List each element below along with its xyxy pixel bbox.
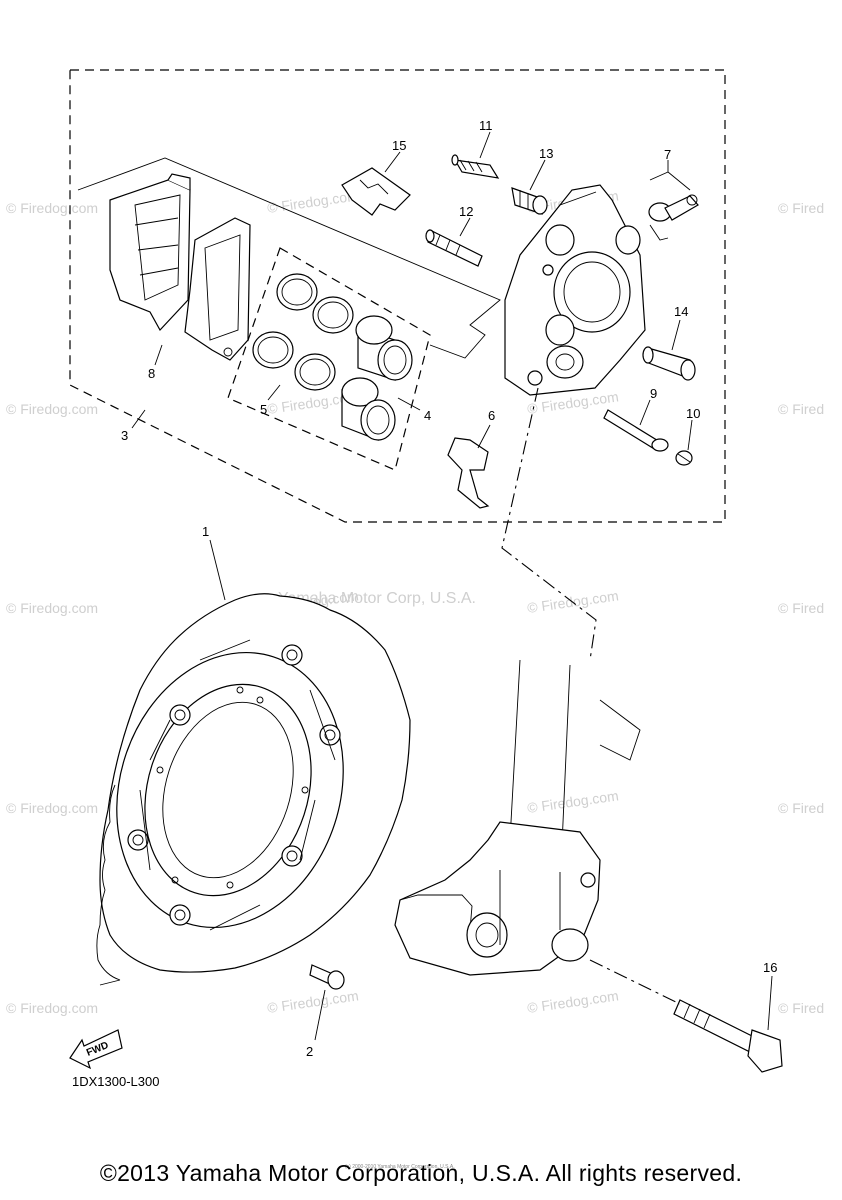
assembly-guide-line xyxy=(501,387,597,661)
callout-3: 3 xyxy=(121,428,128,443)
watermark: © Firedog.com xyxy=(266,187,359,216)
watermark: © Firedog.com xyxy=(6,401,98,417)
pistons xyxy=(341,315,413,441)
callout-16: 16 xyxy=(763,960,777,975)
front-fork xyxy=(394,659,641,976)
bleed-screw xyxy=(648,194,699,241)
pad-group-outline xyxy=(77,157,501,359)
brake-pad-outer xyxy=(109,173,191,332)
caliper-body xyxy=(504,184,646,396)
callout-12: 12 xyxy=(459,204,473,219)
caliper-pin-12 xyxy=(425,229,483,267)
watermark: © Firedog.com xyxy=(6,1000,98,1016)
watermark: © Firedog.com xyxy=(526,987,619,1016)
caliper-assembly-box xyxy=(69,69,726,523)
boot-13 xyxy=(511,187,548,215)
caliper-pin-11 xyxy=(451,154,500,179)
callout-10: 10 xyxy=(686,406,700,421)
watermark: © Fired xyxy=(778,1000,824,1016)
watermark: © Firedog.com xyxy=(6,800,98,816)
callout-15: 15 xyxy=(392,138,406,153)
diagram-code: 1DX1300-L300 xyxy=(72,1074,159,1089)
callout-6: 6 xyxy=(488,408,495,423)
watermark: © Firedog.com xyxy=(6,600,98,616)
small-print: (c) 2000-2010 Yamaha Motor Corporation, … xyxy=(345,1164,455,1170)
seal-group-box xyxy=(227,247,431,471)
callout-numbers: 1 2 3 4 5 6 7 8 9 10 11 12 13 14 15 16 xyxy=(121,118,777,1059)
callout-7: 7 xyxy=(664,147,671,162)
callout-11: 11 xyxy=(479,118,493,133)
cap-10 xyxy=(675,450,693,466)
watermark: © Fired xyxy=(778,800,824,816)
watermark: © Firedog.com xyxy=(526,787,619,816)
callout-13: 13 xyxy=(539,146,553,161)
callout-5: 5 xyxy=(260,402,267,417)
callout-1: 1 xyxy=(202,524,209,539)
pad-spring xyxy=(341,167,411,216)
watermark: © Fired xyxy=(778,401,824,417)
watermark: © Firedog.com xyxy=(6,200,98,216)
callout-9: 9 xyxy=(650,386,657,401)
piston-seals xyxy=(252,273,354,391)
axle-guide-line xyxy=(589,959,681,1005)
watermark: © Fired xyxy=(778,600,824,616)
leader-lines xyxy=(131,131,773,1041)
callout-2: 2 xyxy=(306,1044,313,1059)
pin-14 xyxy=(642,346,696,381)
axle-bolt-16 xyxy=(673,999,783,1073)
copyright-notice: ©2013 Yamaha Motor Corporation, U.S.A. A… xyxy=(99,1160,743,1186)
fwd-arrow-icon: FWD xyxy=(69,1029,123,1070)
callout-8: 8 xyxy=(148,366,155,381)
pad-clip xyxy=(447,437,490,509)
bolt-9 xyxy=(603,409,669,452)
brake-pad-inner xyxy=(184,217,251,361)
callout-14: 14 xyxy=(674,304,688,319)
watermark: © Fired xyxy=(778,200,824,216)
disc-bolt xyxy=(309,964,345,990)
watermark-yamaha: Yamaha Motor Corp, U.S.A. xyxy=(278,590,476,607)
watermark: © Firedog.com xyxy=(266,987,359,1016)
brake-disc xyxy=(96,593,411,986)
callout-4: 4 xyxy=(424,408,431,423)
